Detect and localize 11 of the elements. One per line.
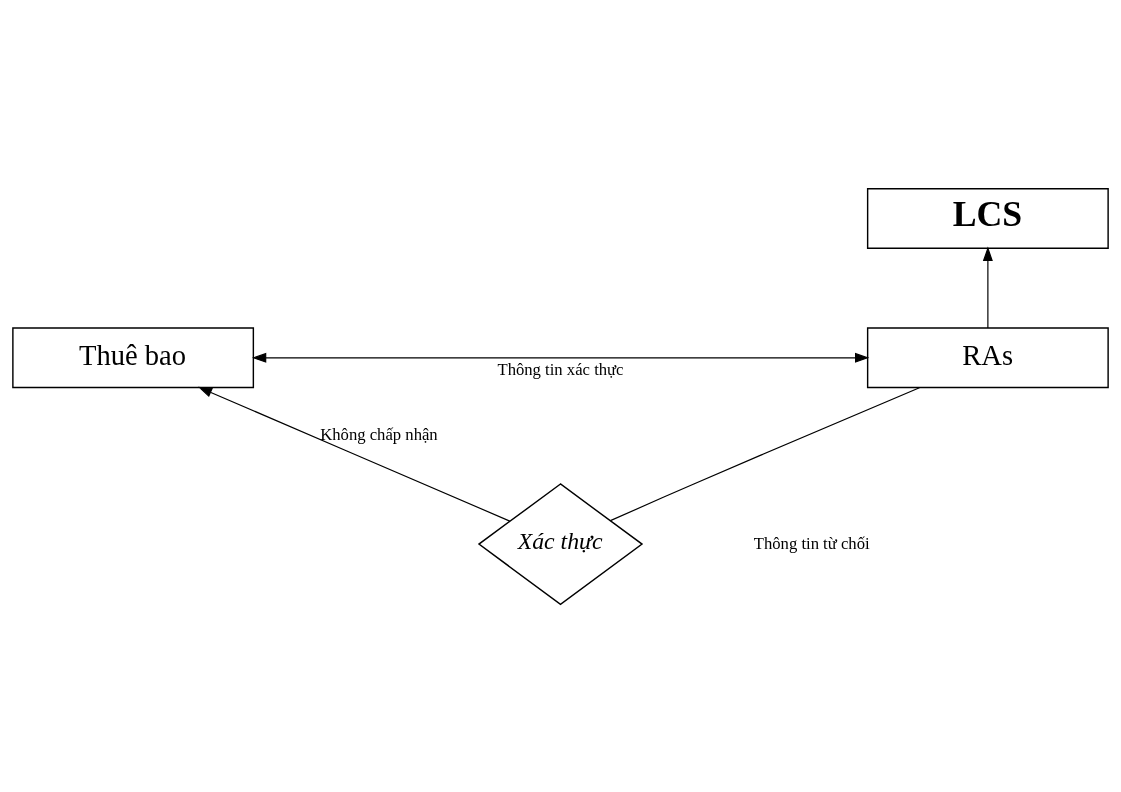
- edge-label: Không chấp nhận: [320, 424, 438, 444]
- node-box: LCS: [866, 187, 1109, 249]
- connector: [609, 386, 921, 521]
- edge-label: Thông tin xác thực: [497, 359, 624, 379]
- node-box: Thuê bao: [12, 326, 255, 388]
- arrow: [982, 246, 993, 328]
- node-box: RAs: [866, 326, 1109, 388]
- label: Thông tin từ chối: [753, 533, 870, 553]
- node-diamond: Xác thực: [477, 482, 644, 605]
- arrow: [197, 386, 511, 522]
- arrow: [251, 352, 870, 363]
